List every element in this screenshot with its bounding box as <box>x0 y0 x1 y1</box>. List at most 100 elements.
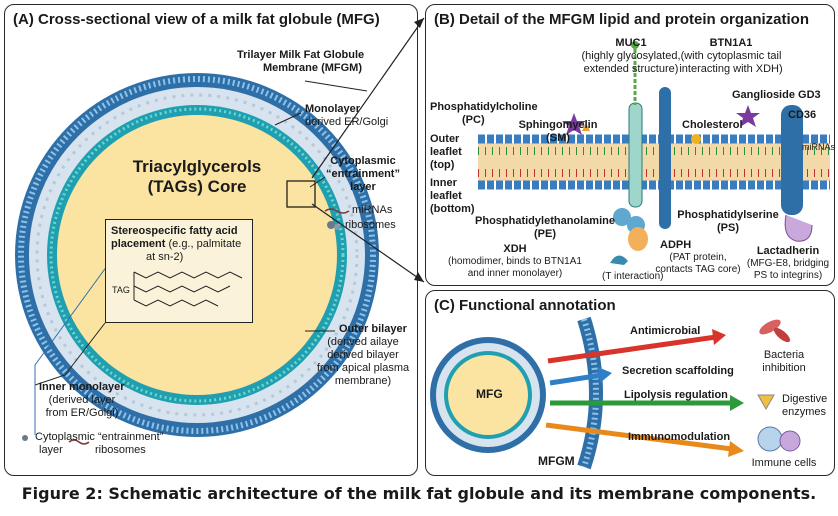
cholesterol-label: Cholesterol <box>682 119 743 131</box>
panel-b-title: (B) Detail of the MFGM lipid and protein… <box>434 11 809 28</box>
outcome-immune: Immune cells <box>751 457 817 469</box>
btn1a1-protein <box>659 87 671 229</box>
sm-abbrev: (SM) <box>546 132 570 144</box>
tag-structure <box>133 271 243 307</box>
trilayer-label-1: Trilayer Milk Fat Globule <box>237 49 365 61</box>
btn1a1-label: BTN1A1 <box>709 37 753 49</box>
pe-abbrev: (PE) <box>534 228 556 240</box>
outcome-bacteria-1: Bacteria <box>763 349 805 361</box>
btn1a1-desc-1: (with cytoplasmic tail <box>680 50 782 62</box>
inner-leaflet-label-3: (bottom) <box>430 203 475 215</box>
arrow-immuno-head <box>728 441 744 457</box>
ribosome-small-icon <box>22 435 28 441</box>
cd36-label: CD36 <box>788 109 817 121</box>
outcome-bacteria-2: inhibition <box>762 362 806 374</box>
panel-a-cross-section: (A) Cross-sectional view of a milk fat g… <box>4 4 418 476</box>
arrow-secretion-head <box>598 367 612 383</box>
outer-bilayer-label: Outer bilayer <box>339 323 407 335</box>
monolayer-label-1: Monolayer <box>305 103 361 115</box>
t-interaction-icon <box>610 255 628 265</box>
pc-abbrev: (PC) <box>462 114 485 126</box>
mini-globule-core <box>448 355 528 435</box>
arrow-antimicrobial <box>547 334 717 364</box>
inner-monolayer-label: Inner monolayer <box>39 381 125 393</box>
cholesterol-icon <box>691 134 701 144</box>
arrow-antimicrobial-head <box>712 329 726 345</box>
function-diagram <box>430 316 801 470</box>
muc1-desc-1: (highly glycosylated, <box>581 50 681 62</box>
cd36-protein <box>781 105 803 215</box>
ribosome-icon <box>327 221 335 229</box>
cyto-label-3: layer <box>350 181 376 193</box>
monolayer-label-2: derived ER/Golgi <box>305 116 389 128</box>
stereospecific-box: Stereospecific fatty acid placement (e.g… <box>105 219 253 323</box>
muc1-label: MUC1 <box>615 37 647 49</box>
leader-cyto <box>309 176 326 188</box>
function-lipolysis: Lipolysis regulation <box>624 389 728 401</box>
lactadherin-label: Lactadherin <box>756 245 820 257</box>
ganglioside-label: Ganglioside GD3 <box>732 89 821 101</box>
panel-a-title: (A) Cross-sectional view of a milk fat g… <box>13 11 380 28</box>
arrow-immuno <box>545 422 733 452</box>
outer-bilayer-l5: membrane) <box>334 375 392 387</box>
arrow-lipolysis-head <box>730 395 744 411</box>
adph-desc-1: (PAT protein, <box>669 252 727 263</box>
mfg-label: MFG <box>476 387 503 401</box>
t-interaction-label: (T interaction) <box>602 271 664 282</box>
outer-leaflet-label-3: (top) <box>430 159 455 171</box>
muc1-glycan-top <box>631 41 639 49</box>
function-antimicrobial: Antimicrobial <box>630 325 701 337</box>
panel-c-functions: (C) Functional annotation MFG MFGM Antim… <box>425 290 835 476</box>
leader-inner <box>34 254 116 435</box>
adph-label: ADPH <box>660 239 692 251</box>
xdh-label: XDH <box>503 243 527 255</box>
adph-desc-2: contacts TAG core) <box>655 264 741 275</box>
bacteria-icon-b <box>773 327 791 343</box>
mirnas-label-b: miRNAs <box>802 142 835 152</box>
cyto-label-2: “entrainment” <box>326 168 400 180</box>
inner-monolayer-l2: (derived layer <box>48 394 116 406</box>
function-secretion: Secretion scaffolding <box>622 365 734 377</box>
pe-label: Phosphatidylethanolamine <box>475 215 615 227</box>
adph-protein <box>628 227 648 251</box>
outer-bilayer-l4: from apical plasma <box>316 362 410 374</box>
ganglioside-star-left <box>562 113 586 135</box>
mirna-small-icon <box>68 439 90 445</box>
panel-b-detail: (B) Detail of the MFGM lipid and protein… <box>425 4 835 286</box>
xdh-desc-2: and inner monolayer) <box>467 268 563 279</box>
btn1a1-desc-2: interacting with XDH) <box>679 63 783 75</box>
outcome-enzymes-2: enzymes <box>782 406 827 418</box>
cyto-label-1: Cytoplasmic <box>330 155 396 167</box>
outer-leaflet-label-2: leaflet <box>430 146 462 158</box>
function-immuno: Immunomodulation <box>628 431 731 443</box>
bacteria-icon <box>759 319 781 335</box>
core-label-2: (TAGs) Core <box>147 177 247 196</box>
inner-leaflet-label-1: Inner <box>430 177 457 189</box>
inner-leaflet-label-2: leaflet <box>430 190 462 202</box>
outcome-enzymes-1: Digestive <box>782 393 828 405</box>
immune-cell-icon-b <box>779 430 801 452</box>
lactadherin-protein <box>784 214 813 242</box>
enzyme-icon <box>757 394 775 411</box>
sm-label: Sphingomyelin <box>518 119 598 131</box>
xdh-dimer-a <box>613 208 631 226</box>
bottom-cyto-label: Cytoplasmic “entrainment” <box>35 431 164 443</box>
outer-bilayer-l3: derived bilayer <box>327 349 399 361</box>
xdh-desc-1: (homodimer, binds to BTN1A1 <box>448 256 582 267</box>
stereo-line-2-rest: (e.g., palmitate <box>165 238 242 250</box>
membrane-detail-diagram <box>478 41 830 265</box>
stereo-line-3: at sn-2) <box>146 251 184 263</box>
ps-label: Phosphatidylserine <box>677 209 779 221</box>
mfgm-label: MFGM <box>538 454 575 468</box>
inner-monolayer-l3: from ER/Golgi) <box>45 407 119 419</box>
panel-c-title: (C) Functional annotation <box>434 297 616 314</box>
pc-label: Phosphatidylcholine <box>430 101 538 113</box>
stereo-line-2-bold: placement <box>111 238 166 250</box>
ganglioside-star-right <box>736 105 760 127</box>
lactadherin-desc-1: (MFG-E8, bridging <box>746 258 830 269</box>
tag-label: TAG <box>112 285 130 295</box>
stereo-line-1: Stereospecific fatty acid <box>111 225 238 237</box>
mfgm-strip-heads <box>581 318 599 468</box>
leader-trilayer <box>304 80 368 92</box>
zoom-box <box>286 180 316 208</box>
